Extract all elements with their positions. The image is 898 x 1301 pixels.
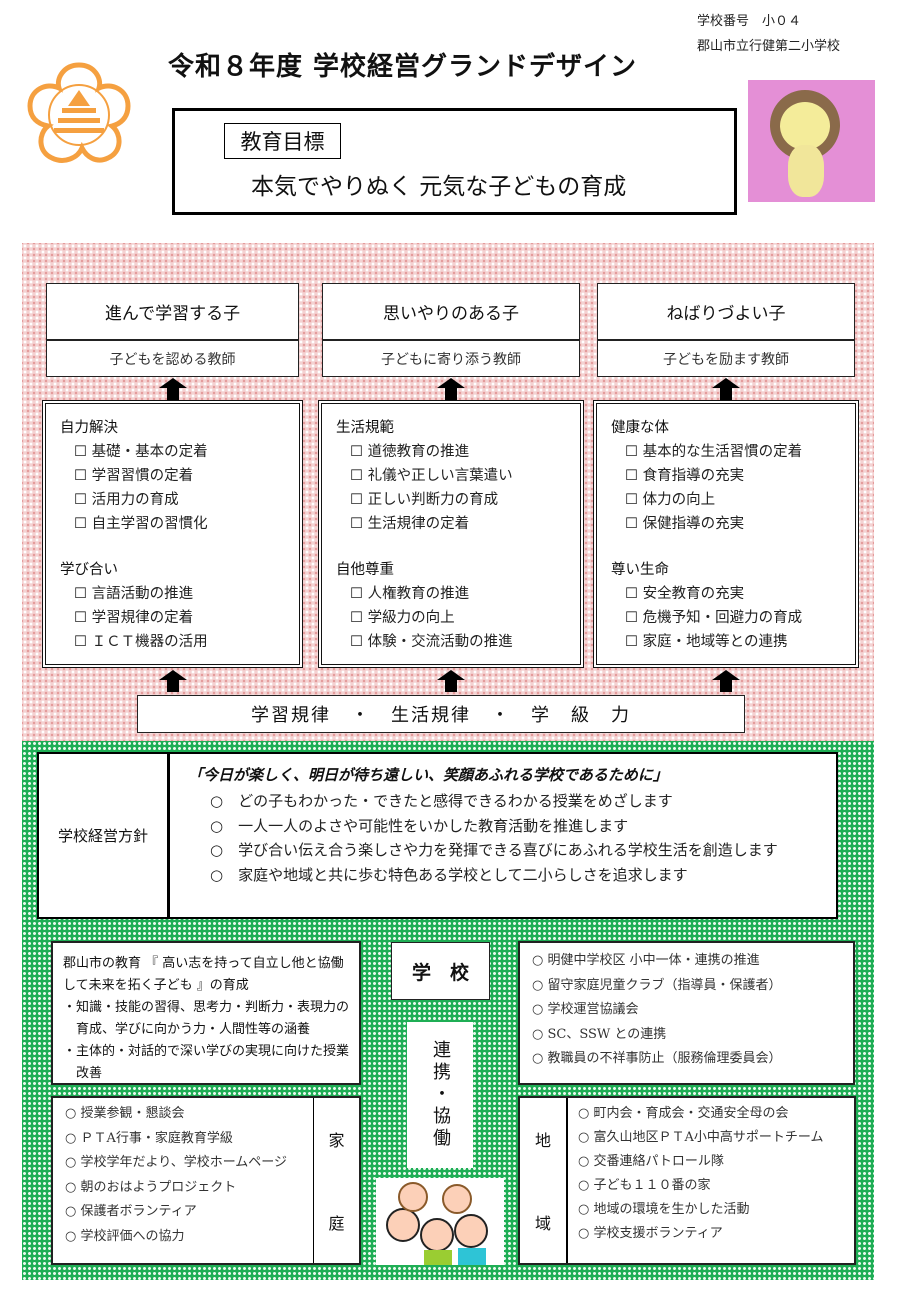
education-goal-box: 教育目標 本気でやりぬく 元気な子どもの育成 — [172, 108, 737, 215]
group-heading: 生活規範 — [336, 420, 394, 436]
column-teacher: 子どもを励ます教師 — [597, 340, 855, 377]
up-arrow-icon — [158, 378, 187, 400]
region-box: 地域 ○ 町内会・育成会・交通安全母の会 ○ 富久山地区ＰＴA小中高サポートチーム… — [518, 1096, 856, 1265]
policy-item: ○ どの子もわかった・できたと感得できるわかる授業をめざします — [210, 792, 673, 810]
school-label: 学 校 — [391, 942, 490, 1000]
checklist-item: ☐ 基礎・基本の定着 — [74, 444, 208, 460]
collab-label-box: 連携・協働 — [407, 1022, 473, 1168]
checklist-item: ☐ 活用力の育成 — [74, 492, 179, 508]
checklist-item: ☐ 食育指導の充実 — [625, 468, 745, 484]
checklist-item: ☐ 道徳教育の推進 — [350, 444, 470, 460]
group-heading: 学び合い — [60, 562, 118, 578]
column-teacher: 子どもに寄り添う教師 — [322, 340, 580, 377]
column-teacher: 子どもを認める教師 — [46, 340, 299, 377]
checklist-item: ☐ 言語活動の推進 — [74, 586, 194, 602]
checklist-item: ☐ 基本的な生活習慣の定着 — [625, 444, 803, 460]
mascot-photo — [748, 80, 875, 202]
list-item: ○ 町内会・育成会・交通安全母の会 — [578, 1106, 789, 1121]
checklist-item: ☐ 生活規律の定着 — [350, 516, 470, 532]
up-arrow-icon — [712, 670, 740, 692]
checklist-item: ☐ 学級力の向上 — [350, 610, 455, 626]
policy-item: ○ 家庭や地域と共に歩む特色ある学校として二小らしさを追求します — [210, 865, 688, 884]
checklist-item: ☐ 人権教育の推進 — [350, 586, 470, 602]
group-heading: 自力解決 — [60, 420, 118, 436]
column-title: 進んで学習する子 — [46, 283, 299, 340]
up-arrow-icon — [437, 378, 465, 400]
policy-item: ○ 学び合い伝え合う楽しさや力を発揮できる喜びにあふれる学校生活を創造します — [210, 841, 778, 859]
region-label: 地 — [534, 1131, 551, 1151]
list-item: ○ 朝のおはようプロジェクト — [65, 1179, 237, 1195]
checklist-item: ☐ 体験・交流活動の推進 — [350, 634, 513, 650]
foundation-bar: 学習規律 ・ 生活規律 ・ 学 級 力 — [137, 695, 745, 733]
up-arrow-icon — [158, 670, 187, 692]
list-item: ○ 交番連絡パトロール隊 — [578, 1154, 724, 1169]
home-label: 家 — [328, 1131, 345, 1151]
checklist-item: ☐ 学習習慣の定着 — [74, 468, 194, 484]
list-item: ○ SC、SSW との連携 — [532, 1026, 667, 1042]
policy-item: ○ 一人一人のよさや可能性をいかした教育活動を推進します — [210, 816, 629, 835]
page-title: 令和８年度 学校経営グランドデザイン — [168, 52, 638, 82]
city-line: 郡山市の教育 『 高い志を持って自立し他と協働して未来を拓く子ども 』の育成 — [63, 956, 344, 993]
list-item: ○ 富久山地区ＰＴA小中高サポートチーム — [578, 1130, 824, 1145]
goal-text: 本気でやりぬく 元気な子どもの育成 — [251, 174, 627, 200]
home-box: ○ 授業参観・懇談会 ○ ＰＴA行事・家庭教育学級 ○ 学校学年だより、学校ホームペ… — [51, 1096, 361, 1265]
list-item: ○ 学校学年だより、学校ホームページ — [65, 1155, 288, 1170]
list-item: ○ ＰＴA行事・家庭教育学級 — [65, 1130, 233, 1146]
city-education-box: 郡山市の教育 『 高い志を持って自立し他と協働して未来を拓く子ども 』の育成 ・… — [51, 941, 361, 1085]
policy-slogan: 「今日が楽しく、明日が待ち遠しい、笑顔あふれる学校であるために」 — [188, 766, 668, 784]
home-label: 庭 — [328, 1213, 345, 1233]
checklist-item: ☐ 体力の向上 — [625, 492, 716, 508]
school-partners-box: ○ 明健中学校区 小中一体・連携の推進 ○ 留守家庭児童クラブ（指導員・保護者） ○… — [518, 941, 855, 1085]
school-number: 学校番号 小０４ — [697, 14, 802, 29]
group-heading: 健康な体 — [611, 420, 669, 436]
list-item: ○ 保護者ボランティア — [65, 1204, 197, 1219]
city-line: ・主体的・対話的で深い学びの実現に向けた授業改善 — [63, 1044, 350, 1081]
checklist-item: ☐ 学習規律の定着 — [74, 610, 194, 626]
city-line: ・知識・技能の習得、思考力・判断力・表現力の育成、学びに向かう力・人間性等の涵養 — [63, 1000, 350, 1037]
school-name: 郡山市立行健第二小学校 — [697, 39, 841, 54]
list-item: ○ 学校評価への協力 — [65, 1228, 185, 1244]
list-item: ○ 留守家庭児童クラブ（指導員・保護者） — [532, 977, 782, 993]
group-heading: 自他尊重 — [336, 562, 394, 578]
checklist-item: ☐ 礼儀や正しい言葉遣い — [350, 468, 513, 484]
column-detail-box: 自力解決 ☐ 基礎・基本の定着 ☐ 学習習慣の定着 ☐ 活用力の育成 ☐ 自主学習の習慣… — [42, 400, 303, 668]
list-item: ○ 明健中学校区 小中一体・連携の推進 — [532, 953, 760, 968]
column-detail-box: 健康な体 ☐ 基本的な生活習慣の定着 ☐ 食育指導の充実 ☐ 体力の向上 ☐ 保健指導の… — [593, 400, 859, 668]
school-logo-icon — [27, 62, 131, 163]
column-title: 思いやりのある子 — [322, 283, 580, 340]
list-item: ○ 子ども１１０番の家 — [578, 1178, 711, 1193]
up-arrow-icon — [437, 670, 465, 692]
checklist-item: ☐ 安全教育の充実 — [625, 586, 745, 602]
checklist-item: ☐ 家庭・地域等との連携 — [625, 634, 788, 650]
list-item: ○ 授業参観・懇談会 — [65, 1106, 185, 1121]
collab-label: 連携・協働 — [430, 1040, 451, 1150]
list-item: ○ 学校運営協議会 — [532, 1002, 639, 1017]
checklist-item: ☐ 自主学習の習慣化 — [74, 516, 208, 532]
checklist-item: ☐ ＩＣＴ機器の活用 — [74, 634, 208, 650]
list-item: ○ 地域の環境を生かした活動 — [578, 1202, 750, 1217]
checklist-item: ☐ 正しい判断力の育成 — [350, 492, 499, 508]
up-arrow-icon — [712, 378, 740, 400]
children-illustration — [376, 1178, 504, 1265]
policy-box: 学校経営方針 「今日が楽しく、明日が待ち遠しい、笑顔あふれる学校であるために」 … — [37, 752, 838, 919]
checklist-item: ☐ 危機予知・回避力の育成 — [625, 610, 803, 626]
region-label: 域 — [534, 1213, 551, 1233]
group-heading: 尊い生命 — [611, 562, 669, 578]
goal-label: 教育目標 — [224, 123, 341, 159]
column-title: ねばりづよい子 — [597, 283, 855, 340]
list-item: ○ 教職員の不祥事防止（服務倫理委員会） — [532, 1051, 782, 1066]
checklist-item: ☐ 保健指導の充実 — [625, 516, 745, 532]
policy-label: 学校経営方針 — [39, 754, 168, 917]
column-detail-box: 生活規範 ☐ 道徳教育の推進 ☐ 礼儀や正しい言葉遣い ☐ 正しい判断力の育成 ☐ 生活… — [318, 400, 584, 668]
list-item: ○ 学校支援ボランティア — [578, 1226, 723, 1241]
